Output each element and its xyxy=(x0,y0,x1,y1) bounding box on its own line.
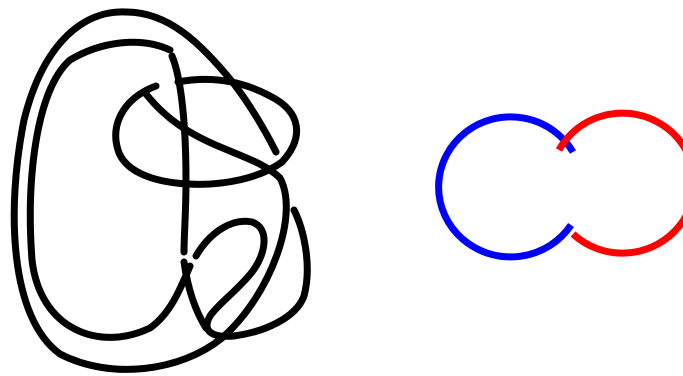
figure-svg xyxy=(0,0,683,376)
figure-canvas xyxy=(0,0,683,376)
background xyxy=(0,0,683,376)
